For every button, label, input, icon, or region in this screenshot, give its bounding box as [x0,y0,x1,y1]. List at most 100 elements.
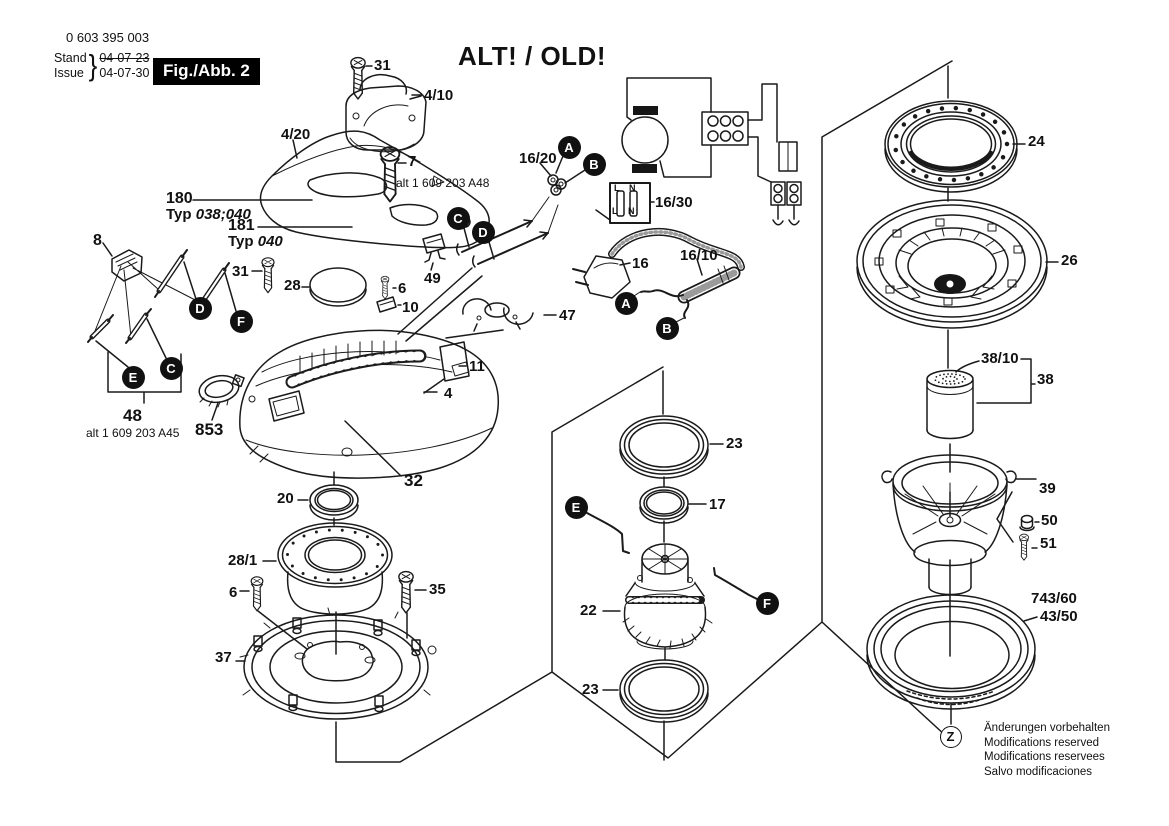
callout-16-30: 16/30 [655,194,693,211]
callout-50: 50 [1041,512,1058,529]
wire-badge-A: A [614,291,638,315]
callout-35: 35 [429,581,446,598]
callout-4-10: 4/10 [424,87,454,104]
wire-badge-D: D [471,220,495,244]
frame-lines [335,60,953,763]
diffuser-26 [856,199,1059,329]
wire-badge-C: C [446,206,470,230]
callout-31-left: 31 [232,263,249,280]
callout-16-30-n-bot: N [628,206,635,216]
wire-badge-D: D [188,296,212,320]
callout-43-50: 43/50 [1040,608,1078,625]
revision-line: Änderungen vorbehalten [984,722,1110,734]
callout-22: 22 [580,602,597,619]
stand-label: Stand [54,50,87,65]
flange-28-1 [262,522,393,615]
callout-16-30-n-top: N [629,183,636,193]
revision-line: Salvo modificaciones [984,765,1093,778]
callout-typ-181: Typ 040 [228,233,283,250]
figure-label: Fig./Abb. 2 [153,58,260,85]
wire-badge-B: B [582,152,606,176]
callout-38-10: 38/10 [981,350,1019,367]
callout-853: 853 [195,420,224,439]
callout-17: 17 [709,496,726,513]
revision-line: Modifications reservees [984,751,1105,764]
callout-10: 10 [402,299,419,316]
clamp-853 [198,374,245,421]
revision-line: Modifications reserved [984,736,1100,749]
callout-28: 28 [284,277,301,294]
lead-wires-cd [397,196,559,342]
callout-4-20: 4/20 [281,126,311,143]
bowl-743-60 [866,594,1038,710]
callout-51: 51 [1040,535,1057,552]
callout-4: 4 [444,385,453,402]
wire-badge-B: B [655,316,679,340]
seal-23-bottom [602,659,709,723]
callout-7: 7 [408,153,417,170]
callout-38: 38 [1037,371,1054,388]
motor-housing-4 [239,329,500,479]
callout-31-top: 31 [374,57,391,74]
suction-motor-22 [586,512,758,650]
filter-38-10 [926,358,1036,440]
callout-28-1: 28/1 [228,552,258,569]
callout-6-top: 6 [398,280,407,297]
callout-37: 37 [215,649,232,666]
callout-48: 48 [123,406,142,425]
callout-23-top: 23 [726,435,743,452]
wire-badge-C: C [159,356,183,380]
callout-alt-ref-a48: alt 1 609 203 A48 [396,176,490,190]
wire-badge-E: E [121,365,145,389]
connector-8-wires [87,242,237,404]
callout-11: 11 [469,358,485,375]
callout-16-30-l-top: L [614,183,620,193]
stand-date: 04-07-23 [99,50,150,65]
callout-180: 180 [166,190,193,207]
callout-16-10: 16/10 [680,247,718,264]
callout-16-30-l-bot: L [612,206,618,216]
nut-50 [1019,514,1040,532]
callout-20: 20 [277,490,294,507]
page-title: ALT! / OLD! [458,41,606,71]
callout-26: 26 [1061,252,1078,269]
callout-6-bottom: 6 [229,584,238,601]
callout-16-20: 16/20 [519,150,557,167]
callout-typ-180: Typ 038;040 [166,206,251,223]
handle-cover-4-20 [192,130,490,249]
wire-badge-A: A [557,135,581,159]
wire-badge-F: F [229,309,253,333]
callout-24: 24 [1028,133,1045,150]
issue-block: Stand Issue } 04-07-23 04-07-30 [54,47,150,83]
callout-39: 39 [1039,480,1056,497]
callout-alt-ref-a45: alt 1 609 203 A45 [86,426,180,440]
seal-17 [639,486,707,524]
callout-181: 181 [228,217,255,234]
wire-badge-F: F [755,591,779,615]
callout-49: 49 [424,270,441,287]
seal-20 [297,484,359,521]
callout-8: 8 [93,232,102,249]
power-cord-16 [572,227,745,323]
terminal-box-16-30 [595,182,655,224]
ring-24 [884,100,1026,193]
cable-clip-47 [445,298,557,339]
callout-32: 32 [404,471,423,490]
brace-glyph: } [88,47,98,83]
screws [239,56,1038,614]
callout-47: 47 [559,307,576,324]
foam-disc-28 [301,267,367,307]
wiring-schematic [621,77,802,226]
seal-23-top [619,415,724,479]
wire-badge-Z: Z [939,725,962,748]
micro-switch-49 [422,233,446,271]
document-number: 0 603 395 003 [66,30,150,45]
callout-16: 16 [632,255,649,272]
filter-cage-39 [881,454,1037,596]
callout-743-60: 743/60 [1031,590,1077,607]
base-plate-37 [235,607,437,720]
wire-badge-E: E [564,495,588,519]
